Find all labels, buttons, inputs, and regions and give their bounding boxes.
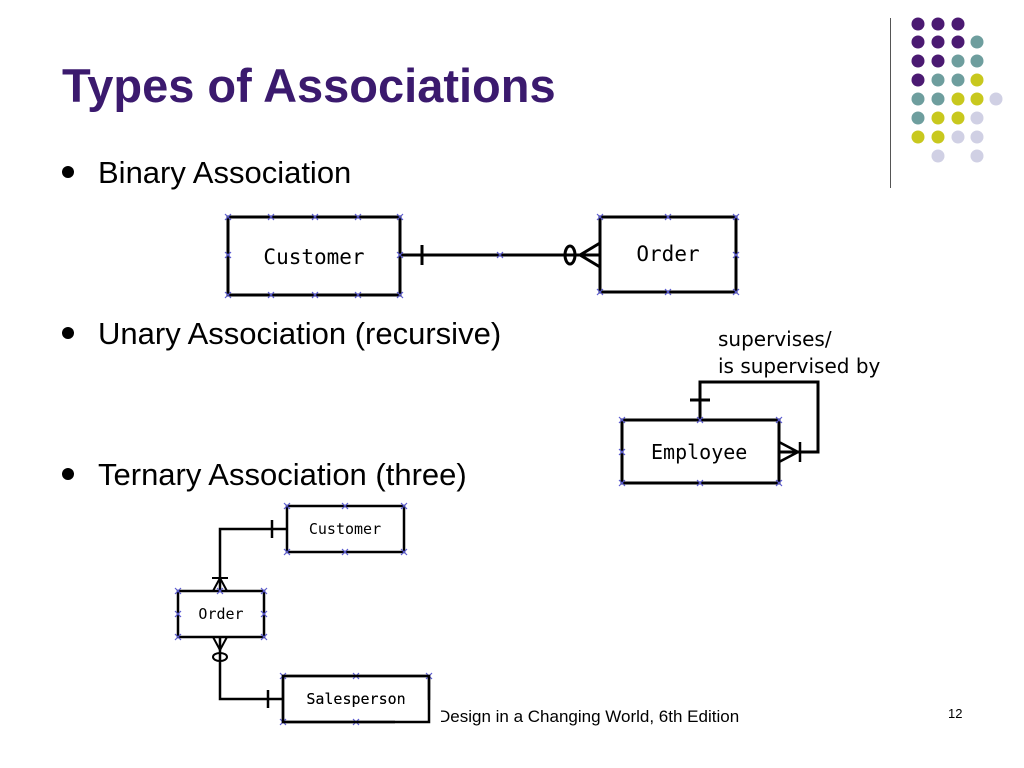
binary-diagram [224,213,740,299]
bullet-text: Binary Association [98,155,352,190]
recursive-relationship-line [698,380,820,454]
slide-footer: Design in a Changing World, 6th Edition [438,707,740,726]
decorative-dot-grid [911,17,1003,163]
bullet-dot-icon [62,467,74,480]
bullet-ternary: Ternary Association (three) [62,457,467,493]
bullet-unary: Unary Association (recursive) [62,316,501,352]
bullet-text: Unary Association (recursive) [98,316,502,351]
vertical-divider [890,18,891,188]
bullet-dot-icon [62,326,74,339]
employee-entity-label: Employee [651,440,747,464]
page-number: 12 [948,706,963,721]
order-customer-line [218,527,287,591]
ternary-customer-label: Customer [309,520,381,538]
crowfoot-icon [212,577,228,592]
unary-label-line1: supervises/ [718,327,832,351]
bullet-text: Ternary Association (three) [98,457,467,492]
crowfoot-icon [212,636,228,651]
footer-overlap-mask [395,700,441,734]
order-salesperson-line [218,637,283,701]
zero-circle-icon [563,244,577,266]
zero-circle-icon [212,652,228,662]
order-entity-label: Order [636,242,699,266]
crowfoot-icon [778,440,802,464]
bullet-binary: Binary Association [62,155,351,191]
crowfoot-icon [579,241,601,269]
bullet-dot-icon [62,165,74,178]
ternary-salesperson-label: Salesperson [306,690,405,708]
unary-label-line2: is supervised by [718,354,881,378]
selection-handles [224,213,740,299]
ternary-order-label: Order [198,605,243,623]
unary-diagram [618,380,820,487]
slide-title: Types of Associations [62,59,556,112]
selection-handles [618,416,783,487]
customer-entity-label: Customer [263,245,364,269]
